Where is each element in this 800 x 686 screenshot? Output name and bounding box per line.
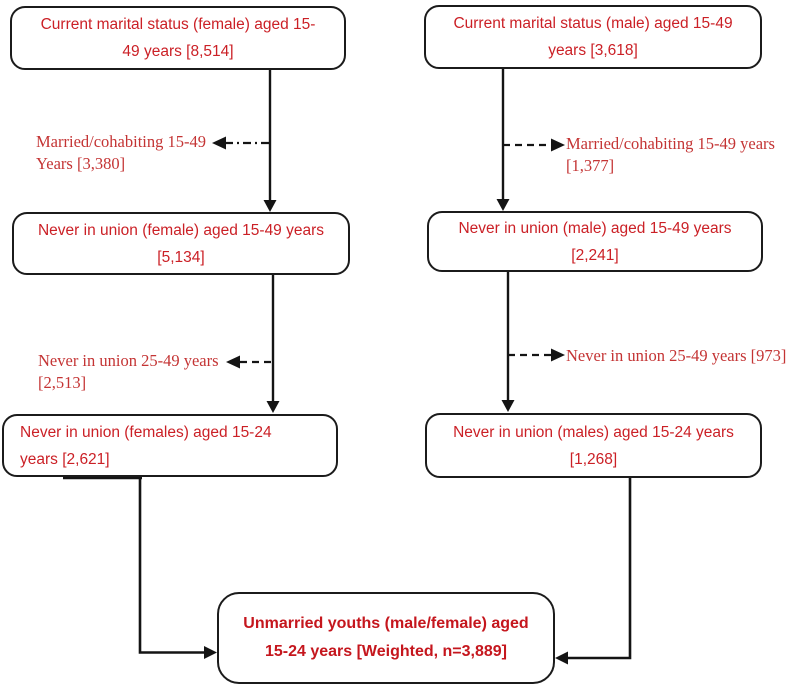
arrow-female-top-to-mid-head — [263, 200, 277, 212]
box-male-never-union-15-49-line1: Never in union (male) aged 15-49 years — [458, 219, 732, 237]
arrow-female-married-head — [212, 136, 226, 150]
box-male-marital-status-line1: Current marital status (male) aged 15-49 — [453, 15, 733, 32]
arrow-female-never-older-head — [226, 355, 240, 369]
arrow-male-never-older-head — [551, 348, 565, 362]
box-female-never-union-15-24-line1: Never in union (females) aged 15-24 — [20, 423, 272, 441]
label-male-married-cohabiting-line1: Married/cohabiting 15-49 years — [566, 134, 775, 153]
label-female-never-union-25-49-line1: Never in union 25-49 years — [38, 351, 219, 370]
box-female-never-union-15-24-line2: years [2,621] — [20, 450, 110, 468]
label-male-never-union-25-49-line1: Never in union 25-49 years [973] — [566, 346, 787, 365]
box-unmarried-youths-final: Unmarried youths (male/female) aged 15-2… — [217, 592, 555, 684]
box-male-never-union-15-24-line1: Never in union (males) aged 15-24 years — [453, 423, 734, 441]
box-female-never-union-15-49-line1: Never in union (female) aged 15-49 years — [37, 221, 325, 239]
box-female-marital-status-line1: Current marital status (female) aged 15- — [40, 16, 316, 33]
label-female-never-union-25-49-line2: [2,513] — [38, 372, 87, 392]
label-female-married-cohabiting-line2: Years [3,380] — [36, 153, 126, 173]
label-male-married-cohabiting: Married/cohabiting 15-49 years [1,377] — [566, 133, 775, 176]
connector-male-young-to-final — [567, 478, 632, 660]
box-male-never-union-15-24: Never in union (males) aged 15-24 years … — [425, 413, 762, 478]
label-female-married-cohabiting: Married/cohabiting 15-49 Years [3,380] — [36, 131, 206, 174]
arrow-female-mid-to-young-head — [266, 401, 280, 413]
arrow-male-married-head — [551, 138, 565, 152]
box-female-never-union-15-24: Never in union (females) aged 15-24 year… — [2, 414, 338, 477]
box-female-marital-status-line2: 49 years [8,514] — [122, 43, 234, 60]
box-male-never-union-15-24-line2: [1,268] — [569, 450, 618, 468]
box-female-never-union-15-49: Never in union (female) aged 15-49 years… — [12, 212, 350, 275]
label-male-married-cohabiting-line2: [1,377] — [566, 155, 615, 175]
arrow-male-top-to-mid-head — [496, 199, 510, 211]
connector-male-young-to-final-head — [555, 651, 568, 665]
label-female-never-union-25-49: Never in union 25-49 years [2,513] — [38, 350, 219, 393]
box-female-never-union-15-49-line2: [5,134] — [157, 248, 205, 266]
box-male-never-union-15-49-line2: [2,241] — [571, 246, 619, 264]
box-male-marital-status-line2: years [3,618] — [548, 42, 638, 59]
box-unmarried-youths-final-line2: 15-24 years [Weighted, n=3,889] — [264, 643, 508, 660]
box-male-never-union-15-49: Never in union (male) aged 15-49 years [… — [427, 211, 763, 272]
box-female-marital-status: Current marital status (female) aged 15-… — [10, 6, 346, 70]
label-male-never-union-25-49: Never in union 25-49 years [973] — [566, 345, 786, 367]
connector-female-young-to-final-head — [204, 646, 217, 659]
box-male-marital-status: Current marital status (male) aged 15-49… — [424, 5, 762, 69]
connector-female-young-to-final — [138, 477, 205, 654]
arrow-male-mid-to-young-head — [501, 400, 515, 412]
box-unmarried-youths-final-line1: Unmarried youths (male/female) aged — [243, 615, 529, 632]
label-female-married-cohabiting-line1: Married/cohabiting 15-49 — [36, 132, 206, 151]
